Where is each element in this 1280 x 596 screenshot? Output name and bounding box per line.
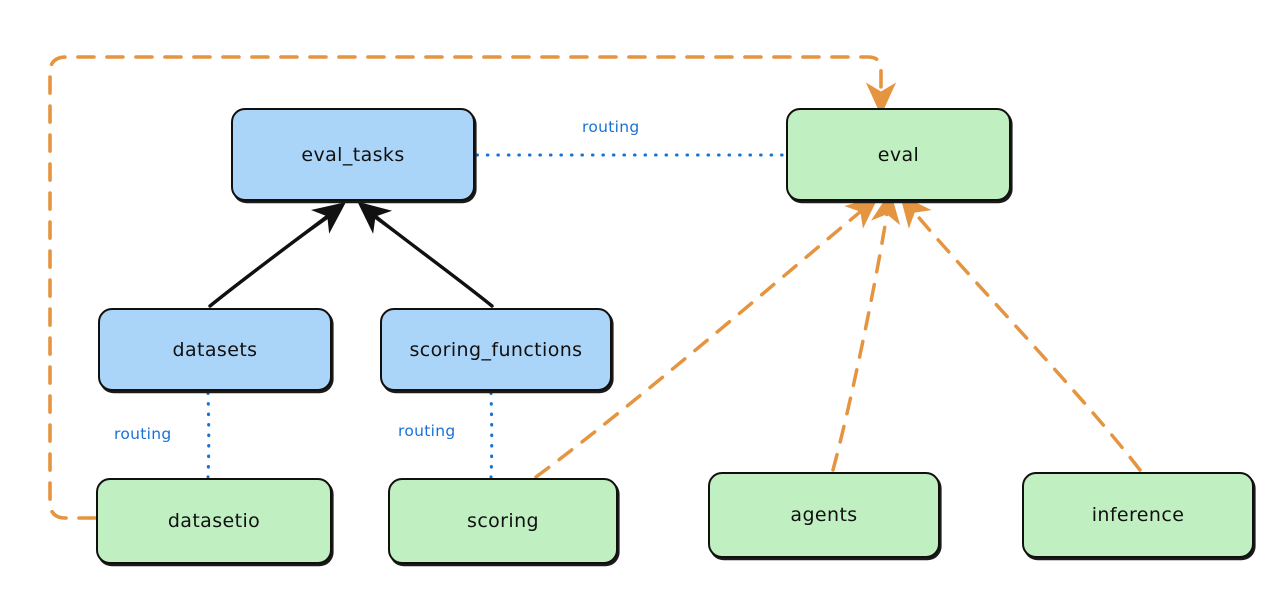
node-scoring[interactable]: scoring: [388, 478, 618, 564]
node-inference[interactable]: inference: [1022, 472, 1254, 558]
node-agents[interactable]: agents: [708, 472, 940, 558]
node-label: eval_tasks: [301, 143, 405, 166]
node-eval[interactable]: eval: [786, 108, 1011, 201]
edge-scoring-to-eval: [534, 196, 879, 479]
node-label: eval: [877, 143, 920, 166]
node-label: datasets: [172, 338, 258, 361]
edge-inference-to-eval: [899, 194, 1142, 472]
node-label: inference: [1091, 504, 1185, 526]
node-label: datasetio: [167, 510, 261, 532]
edge-label-routing-scoring-functions-scoring: routing: [398, 422, 456, 440]
edge-agents-to-eval: [831, 191, 901, 472]
edge-label-routing-eval-tasks-eval: routing: [582, 118, 640, 136]
edge-scoring-functions-to-eval-tasks: [357, 201, 494, 308]
edge-scoring-functions-to-scoring: [489, 391, 494, 479]
edge-datasetio-to-eval: [48, 55, 897, 520]
node-scoring-functions[interactable]: scoring_functions: [380, 308, 612, 391]
node-label: scoring_functions: [409, 338, 583, 361]
node-datasetio[interactable]: datasetio: [96, 478, 332, 564]
node-eval-tasks[interactable]: eval_tasks: [231, 108, 475, 201]
edge-datasets-to-eval-tasks: [208, 202, 346, 308]
node-label: agents: [790, 504, 858, 526]
edge-datasets-to-datasetio: [206, 391, 211, 479]
node-datasets[interactable]: datasets: [98, 308, 332, 391]
node-label: scoring: [467, 510, 539, 532]
edge-label-routing-datasets-datasetio: routing: [114, 425, 172, 443]
